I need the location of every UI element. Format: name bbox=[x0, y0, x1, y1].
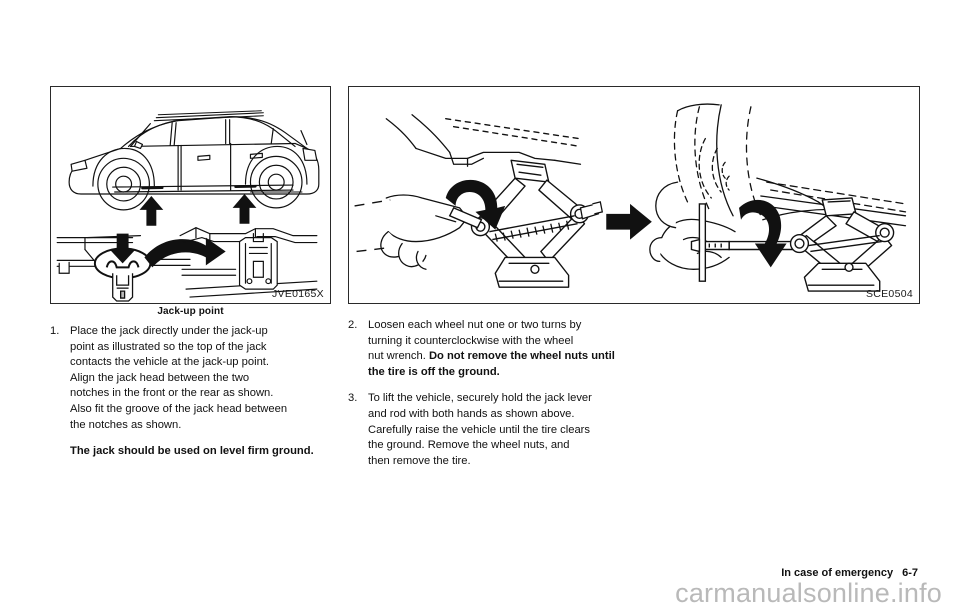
step-3-line-4: the ground. Remove the wheel nuts, and bbox=[368, 439, 570, 452]
step-2: 2. Loosen each wheel nut one or two turn… bbox=[348, 318, 620, 380]
hand-left bbox=[380, 194, 469, 270]
step-1-note: The jack should be used on level firm gr… bbox=[70, 445, 314, 458]
arrow-up-front bbox=[139, 195, 164, 226]
arrow-curved-right bbox=[144, 237, 226, 268]
step-1-line-4: Align the jack head between the two bbox=[70, 371, 250, 384]
arrow-rotate-left bbox=[445, 179, 506, 230]
figure-caption-jack-up-point: Jack-up point bbox=[157, 306, 224, 317]
step-3: 3. To lift the vehicle, securely hold th… bbox=[348, 391, 620, 469]
step-1-line-5: notches in the front or the rear as show… bbox=[70, 387, 274, 400]
page-footer: In case of emergency 6-7 bbox=[781, 567, 918, 579]
step-1-line-6: Also fit the groove of the jack head bet… bbox=[70, 402, 288, 415]
footer-section-title: In case of emergency bbox=[781, 567, 894, 579]
step-2-number: 2. bbox=[348, 319, 358, 331]
step-3-line-3: Carefully raise the vehicle until the ti… bbox=[368, 423, 590, 436]
hand-right bbox=[649, 181, 736, 270]
figure-code-left: JVE0165X bbox=[271, 288, 324, 300]
footer-page-number: 6-7 bbox=[902, 567, 918, 579]
step-3-body: To lift the vehicle, securely hold the j… bbox=[368, 391, 620, 469]
step-2-line-3: nut wrench. bbox=[368, 350, 426, 363]
figure-code-right: SCE0504 bbox=[865, 288, 913, 300]
instruction-column-right: 2. Loosen each wheel nut one or two turn… bbox=[348, 318, 620, 469]
step-1-line-2: point as illustrated so the top of the j… bbox=[70, 340, 267, 353]
arrow-rotate-right bbox=[739, 199, 787, 268]
step-2-body: Loosen each wheel nut one or two turns b… bbox=[368, 318, 620, 380]
arrow-down-jack bbox=[109, 233, 136, 264]
figure-jack-up-point: JVE0165X bbox=[50, 86, 331, 304]
arrow-up-rear bbox=[232, 194, 257, 224]
step-1-body: Place the jack directly under the jack-u… bbox=[70, 324, 331, 433]
step-3-line-5: then remove the tire. bbox=[368, 454, 471, 467]
step-1-line-3: contacts the vehicle at the jack-up poin… bbox=[70, 356, 270, 369]
scissor-jack-right bbox=[789, 197, 895, 292]
site-watermark: carmanualsonline.info bbox=[675, 578, 942, 608]
figure-jack-operation-illustration bbox=[354, 103, 907, 292]
step-2-mixed-line: nut wrench. Do not remove the wheel nuts… bbox=[368, 349, 620, 380]
step-2-line-2: turning it counterclockwise with the whe… bbox=[368, 334, 574, 347]
step-1: 1. Place the jack directly under the jac… bbox=[50, 324, 331, 433]
step-1-number: 1. bbox=[50, 325, 60, 337]
step-1-line-1: Place the jack directly under the jack-u… bbox=[70, 325, 268, 337]
figure-jack-up-point-illustration bbox=[56, 110, 320, 302]
arrow-right-between bbox=[606, 203, 652, 240]
figure-jack-operation: SCE0504 bbox=[348, 86, 920, 304]
step-1-line-7: the notches as shown. bbox=[70, 418, 182, 431]
step-2-line-1: Loosen each wheel nut one or two turns b… bbox=[368, 319, 582, 331]
step-3-line-2: and rod with both hands as shown above. bbox=[368, 407, 575, 420]
step-2-bold-warning: Do not remove the wheel nuts until the t… bbox=[368, 350, 615, 378]
step-3-number: 3. bbox=[348, 392, 358, 405]
instruction-column-left: 1. Place the jack directly under the jac… bbox=[50, 324, 331, 460]
step-3-line-1: To lift the vehicle, securely hold the j… bbox=[368, 392, 592, 405]
